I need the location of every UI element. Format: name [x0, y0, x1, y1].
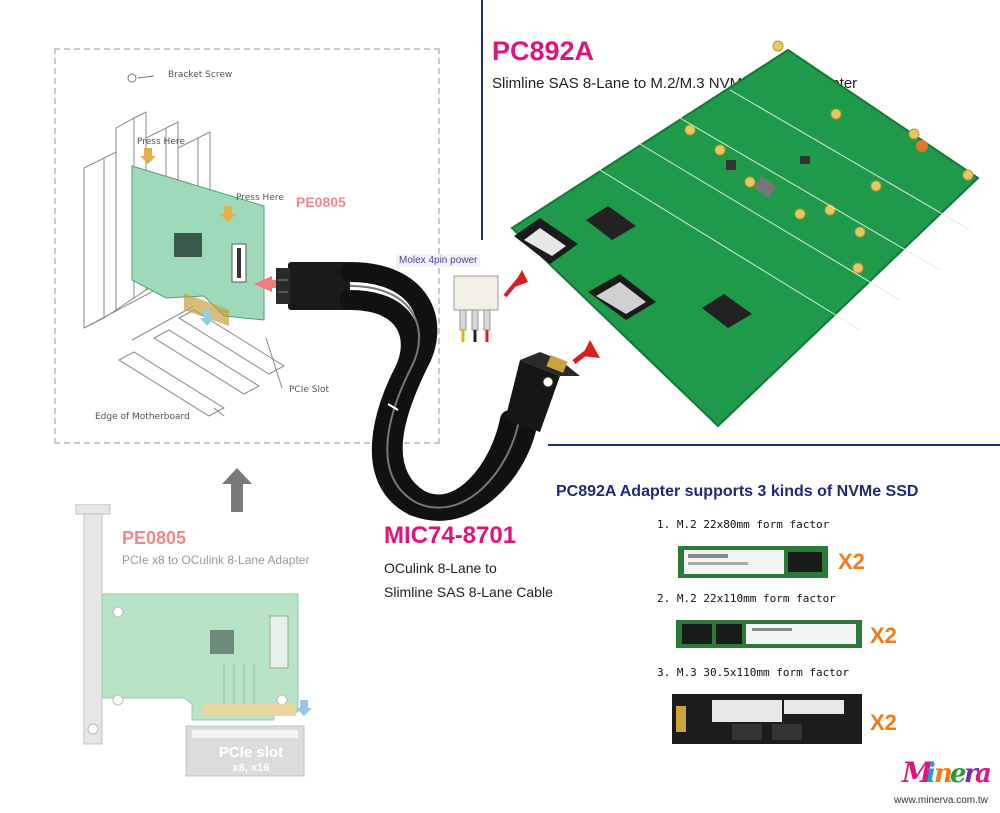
svg-text:a: a: [975, 759, 992, 789]
minerva-logo: M i n e r a: [901, 756, 992, 789]
pcie-slot-title: PCIe slot: [218, 744, 284, 761]
edge-of-motherboard-label: Edge of Motherboard: [95, 412, 190, 422]
pe0805-callout: PE0805: [296, 194, 346, 210]
pe0805-description: PCIe x8 to OCulink 8-Lane Adapter: [122, 553, 310, 567]
pe0805-card: [75, 504, 312, 777]
cable-line-1: OCulink 8-Lane to: [384, 560, 497, 576]
pe0805-title: PE0805: [122, 528, 187, 548]
ssd-m3-30110-image: [672, 694, 862, 744]
press-here-label-1: Press Here: [137, 137, 185, 147]
installation-illustration: [83, 73, 285, 417]
up-arrow: [222, 468, 252, 512]
ssd-item-3-qty: X2: [870, 710, 897, 735]
ssd-item-2-label: 2. M.2 22x110mm form factor: [657, 592, 836, 605]
svg-text:e: e: [950, 759, 967, 789]
press-here-label-2: Press Here: [236, 193, 284, 203]
pcie-slot-label: PCIe Slot: [289, 385, 330, 395]
ssd-item-3-label: 3. M.3 30.5x110mm form factor: [657, 666, 850, 679]
cable-title: MIC74-8701: [384, 522, 517, 549]
installation-diagram: [54, 48, 440, 444]
brand-url[interactable]: www.minerva.com.tw: [894, 795, 988, 806]
molex-power-label: Molex 4pin power: [396, 254, 481, 267]
svg-text:i: i: [926, 759, 936, 789]
svg-text:n: n: [934, 759, 953, 789]
ssd-m2-2280-image: [678, 546, 828, 578]
pc892a-board: [510, 40, 980, 428]
ssd-item-1-qty: X2: [838, 549, 865, 574]
ssd-support-heading: PC892A Adapter supports 3 kinds of NVMe …: [556, 483, 919, 500]
pcie-slot-sub: x8, x16: [232, 762, 270, 774]
ssd-item-1-label: 1. M.2 22x80mm form factor: [657, 518, 830, 531]
cable-line-2: Slimline SAS 8-Lane Cable: [384, 584, 553, 600]
bracket-screw-label: Bracket Screw: [168, 70, 233, 80]
svg-text:r: r: [964, 759, 980, 789]
svg-text:M: M: [901, 756, 934, 789]
pc892a-title: PC892A: [492, 36, 595, 66]
ssd-item-2-qty: X2: [870, 623, 897, 648]
ssd-m2-22110-image: [676, 620, 862, 648]
molex-power-connector: [453, 275, 499, 342]
